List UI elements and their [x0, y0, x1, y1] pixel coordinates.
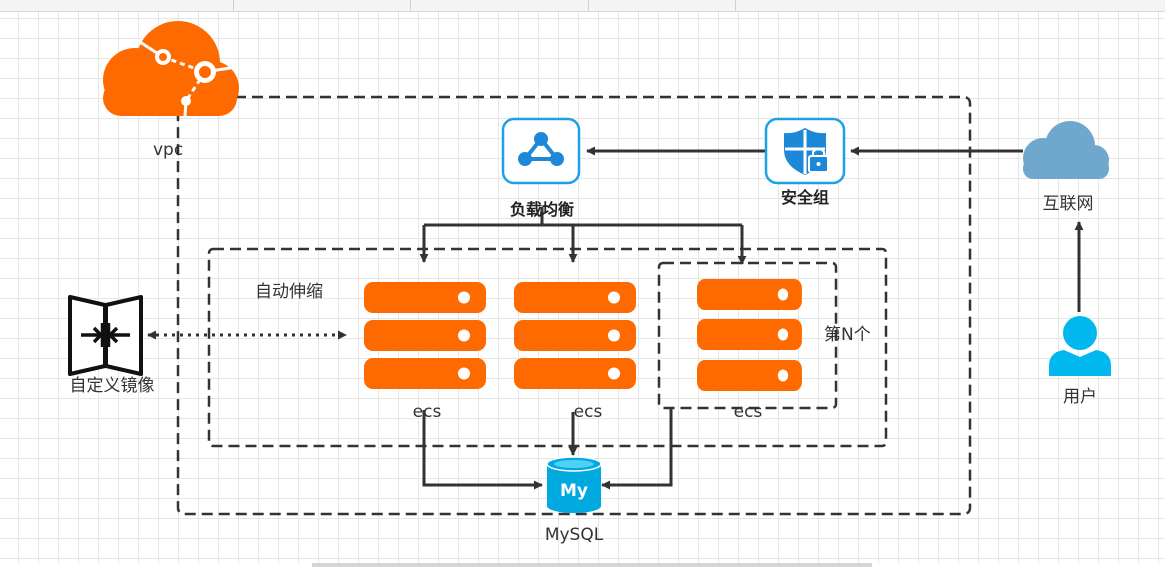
toolbar-separator	[735, 0, 736, 11]
mysql-database-icon: My	[546, 456, 602, 513]
security-group-label: 安全组	[780, 188, 830, 207]
horizontal-scrollbar[interactable]	[0, 563, 1165, 567]
ecs-to-mysql-arrows	[422, 407, 673, 490]
custom-image-mirror-icon	[68, 295, 143, 376]
load-balancer-label: 负载均衡	[509, 200, 575, 219]
ecs-server-icon-1	[364, 282, 486, 389]
user-label: 用户	[1063, 387, 1097, 407]
internet-cloud-icon	[1023, 121, 1109, 179]
auto-scaling-group-boundary	[207, 247, 888, 448]
load-balancer-icon	[501, 117, 581, 185]
internet-label: 互联网	[1042, 194, 1094, 214]
mysql-badge-text: My	[560, 481, 588, 501]
lb-to-ecs-arrows	[419, 207, 747, 265]
ecs-label-2: ecs	[573, 402, 603, 422]
nth-instance-boundary	[657, 261, 838, 410]
ecs-server-icon-3	[697, 279, 802, 391]
custom-image-label: 自定义镜像	[69, 376, 155, 396]
user-icon	[1049, 316, 1111, 376]
vpc-cloud-icon	[103, 21, 239, 117]
auto-scaling-label: 自动伸缩	[255, 282, 323, 302]
ecs-label-1: ecs	[412, 402, 442, 422]
ecs-server-icon-2	[514, 282, 636, 389]
scrollbar-thumb[interactable]	[312, 563, 872, 567]
toolbar-separator	[233, 0, 234, 11]
toolbar-separator	[410, 0, 411, 11]
vpc-boundary	[176, 95, 972, 516]
ecs-label-3: ecs	[733, 402, 763, 422]
vpc-label: vpc	[153, 140, 184, 160]
mysql-label: MySQL	[544, 525, 604, 545]
security-group-shield-icon	[764, 117, 846, 185]
toolbar-strip	[0, 0, 1165, 12]
nth-instance-label: 第N个	[824, 325, 871, 345]
toolbar-separator	[588, 0, 589, 11]
